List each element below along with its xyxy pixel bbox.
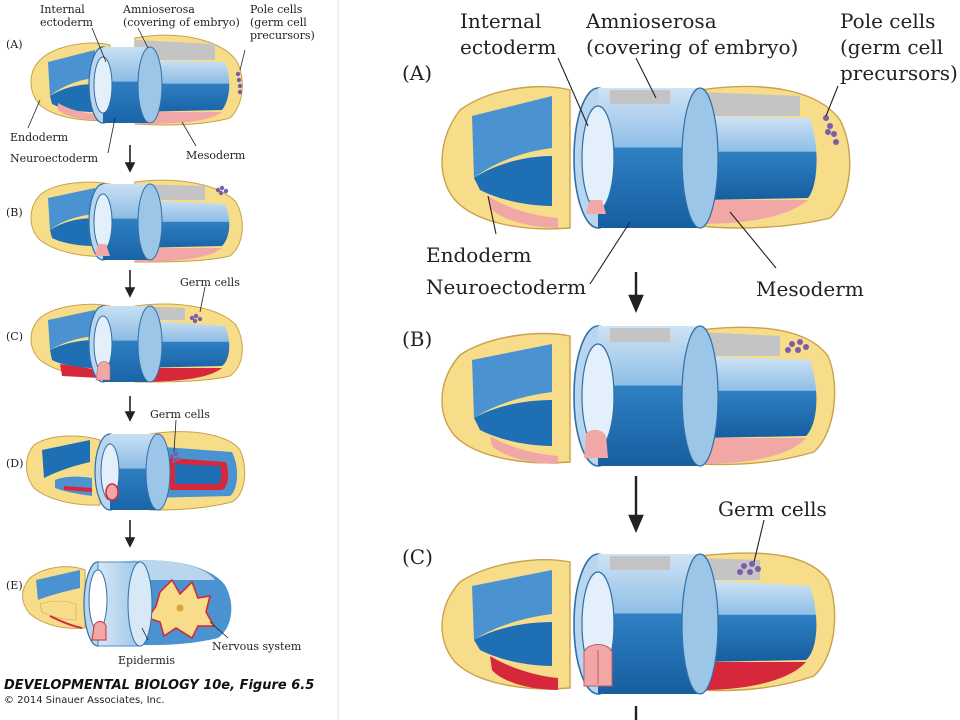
left-label-epidermis: Epidermis [118,654,175,667]
left-label-amnioserosa: Amnioserosa(covering of embryo) [122,3,240,29]
left-label-germ-cells-c: Germ cells [180,276,240,289]
zoom-stage-label-a: (A) [402,61,432,85]
left-stage-label-c: (C) [6,330,23,343]
label-line: (covering of embryo) [586,35,798,59]
left-stage-label-a: (A) [6,38,23,51]
label-line: (germ cell [250,16,307,29]
label-line: Internal [40,3,85,16]
left-label-neuroectoderm: Neuroectoderm [10,152,99,165]
zoom-label-neuroectoderm: Neuroectoderm [426,275,586,299]
label-line: Pole cells [250,3,303,16]
label-line: Internal [460,9,541,33]
zoom-label-germ-cells: Germ cells [718,497,827,521]
zoom-stage-a-embryo [441,85,851,230]
zoom-label-mesoderm: Mesoderm [756,277,864,301]
label-line: ectoderm [460,35,556,59]
left-label-germ-cells-d: Germ cells [150,408,210,421]
left-stage-arrows [124,145,136,548]
label-line: precursors) [840,61,958,85]
zoom-stage-b-embryo [441,325,836,467]
label-line: Amnioserosa [585,9,717,33]
left-stage-label-e: (E) [6,579,23,592]
stage-c-embryo [30,303,243,383]
figure-caption: DEVELOPMENTAL BIOLOGY 10e, Figure 6.5 © … [4,678,334,706]
stage-e-embryo [22,560,232,647]
caption-title: DEVELOPMENTAL BIOLOGY 10e, Figure 6.5 [4,678,334,693]
stage-b-embryo [30,179,243,263]
label-line: (covering of embryo) [123,16,240,29]
left-label-endoderm: Endoderm [10,131,69,144]
left-label-nervous-system: Nervous system [212,640,302,653]
stage-a-embryo [30,34,243,126]
zoom-label-amnioserosa: Amnioserosa(covering of embryo) [585,9,798,59]
left-stage-label-d: (D) [6,457,23,470]
label-line: precursors) [250,29,315,42]
zoom-stage-c-embryo [441,552,836,695]
label-line: ectoderm [40,16,94,29]
zoom-leader-lines [487,57,839,563]
zoom-stage-label-b: (B) [402,327,432,351]
label-line: Pole cells [840,9,935,33]
caption-book-title: DEVELOPMENTAL BIOLOGY 10e [4,678,231,693]
zoom-stage-arrows [628,272,644,720]
label-line: Amnioserosa [122,3,195,16]
left-leader-lines [27,27,246,641]
stage-d-embryo [26,431,246,511]
left-label-mesoderm: Mesoderm [186,149,246,162]
caption-figure-number: , Figure 6.5 [230,678,315,693]
zoom-stage-label-c: (C) [402,545,433,569]
panel-divider [337,0,339,720]
zoom-label-endoderm: Endoderm [426,243,532,267]
label-line: (germ cell [840,35,943,59]
left-stage-label-b: (B) [6,206,23,219]
caption-copyright: © 2014 Sinauer Associates, Inc. [4,695,165,706]
